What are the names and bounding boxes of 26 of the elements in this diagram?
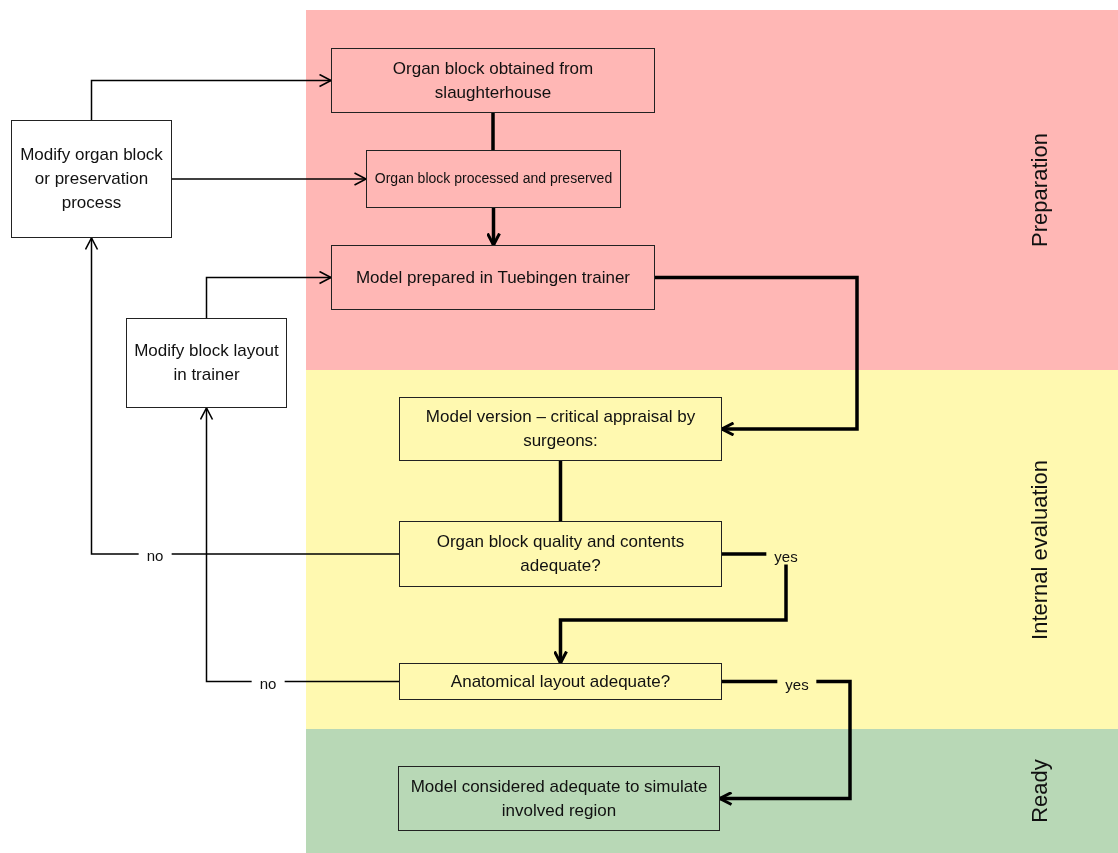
arrow — [84, 237, 400, 555]
process-box: Model considered adequate to simulate involved region — [398, 766, 720, 831]
arrow — [90, 73, 332, 121]
connector-line — [558, 461, 563, 521]
process-box: Organ block processed and preserved — [366, 150, 621, 208]
stage-label: Ready — [1027, 759, 1053, 823]
stage-label: Internal evaluation — [1027, 459, 1053, 640]
process-box: Modify organ block or preservation process — [11, 120, 172, 238]
stage-band — [306, 10, 1118, 370]
process-box: Organ block quality and contents adequate? — [399, 521, 722, 587]
arrow — [553, 552, 788, 665]
process-box: Model prepared in Tuebingen trainer — [331, 245, 655, 310]
stage-band — [306, 729, 1118, 853]
arrow — [486, 208, 501, 247]
arrow — [171, 172, 367, 186]
process-box: Model version – critical appraisal by surgeons: — [399, 397, 722, 461]
arrow — [718, 679, 852, 806]
process-box: Organ block obtained from slaughterhouse — [331, 48, 655, 113]
stage-band — [306, 370, 1118, 729]
process-box: Anatomical layout adequate? — [399, 663, 722, 700]
arrow — [655, 275, 859, 437]
stage-label: Preparation — [1027, 133, 1053, 247]
arrow — [199, 407, 400, 683]
connector-line — [491, 113, 495, 150]
arrow — [205, 270, 332, 319]
process-box: Modify block layout in trainer — [126, 318, 287, 408]
